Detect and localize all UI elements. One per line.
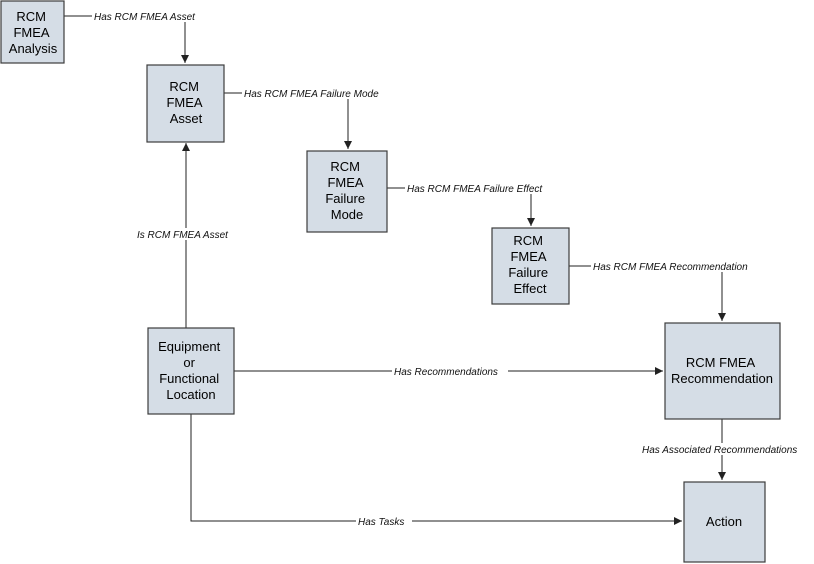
node-label: Action: [706, 514, 742, 529]
edge-has-rcm-fmea-failure-mode: [224, 92, 352, 149]
svg-text:Is RCM FMEA Asset: Is RCM FMEA Asset: [137, 230, 229, 241]
svg-text:Has RCM FMEA Asset: Has RCM FMEA Asset: [94, 12, 196, 23]
node-rcm-fmea-failure-effect: RCM FMEA Failure Effect: [491, 227, 570, 305]
svg-text:Has RCM FMEA Recommendation: Has RCM FMEA Recommendation: [593, 262, 748, 273]
node-rcm-fmea-analysis: RCM FMEA Analysis: [0, 0, 65, 64]
label-has-tasks: Has Tasks: [356, 515, 412, 528]
label-has-rcm-fmea-recommendation: Has RCM FMEA Recommendation: [591, 260, 761, 273]
svg-text:Has RCM FMEA Failure Mode: Has RCM FMEA Failure Mode: [244, 89, 379, 100]
edge-has-tasks: [190, 414, 682, 525]
label-has-rcm-fmea-failure-mode: Has RCM FMEA Failure Mode: [242, 87, 390, 100]
label-has-rcm-fmea-failure-effect: Has RCM FMEA Failure Effect: [405, 182, 553, 195]
node-label: RCM FMEA Failure Mode: [325, 159, 368, 222]
svg-text:Has RCM FMEA Failure Effect: Has RCM FMEA Failure Effect: [407, 184, 543, 195]
node-label: RCM FMEA Recommendation: [671, 355, 773, 386]
node-rcm-fmea-failure-mode: RCM FMEA Failure Mode: [306, 150, 388, 233]
label-has-associated-recommendations: Has Associated Recommendations: [640, 443, 812, 456]
node-action: Action: [683, 481, 766, 563]
svg-text:Has Tasks: Has Tasks: [358, 517, 404, 528]
node-label: RCM FMEA Analysis: [9, 9, 58, 56]
node-rcm-fmea-asset: RCM FMEA Asset: [146, 64, 225, 143]
label-has-recommendations: Has Recommendations: [392, 365, 508, 378]
label-is-rcm-fmea-asset: Is RCM FMEA Asset: [135, 228, 238, 241]
svg-text:Has Associated Recommendations: Has Associated Recommendations: [642, 445, 797, 456]
edge-has-rcm-fmea-asset: [64, 15, 189, 63]
node-label: Equipment or Functional Location: [158, 339, 224, 402]
node-rcm-fmea-recommendation: RCM FMEA Recommendation: [664, 322, 781, 420]
edge-has-rcm-fmea-recommendation: [569, 265, 726, 321]
label-has-rcm-fmea-asset: Has RCM FMEA Asset: [92, 10, 204, 23]
node-label: RCM FMEA Asset: [166, 79, 205, 126]
node-equipment-or-functional-location: Equipment or Functional Location: [147, 327, 235, 415]
svg-text:Has Recommendations: Has Recommendations: [394, 367, 498, 378]
node-label: RCM FMEA Failure Effect: [508, 233, 551, 296]
